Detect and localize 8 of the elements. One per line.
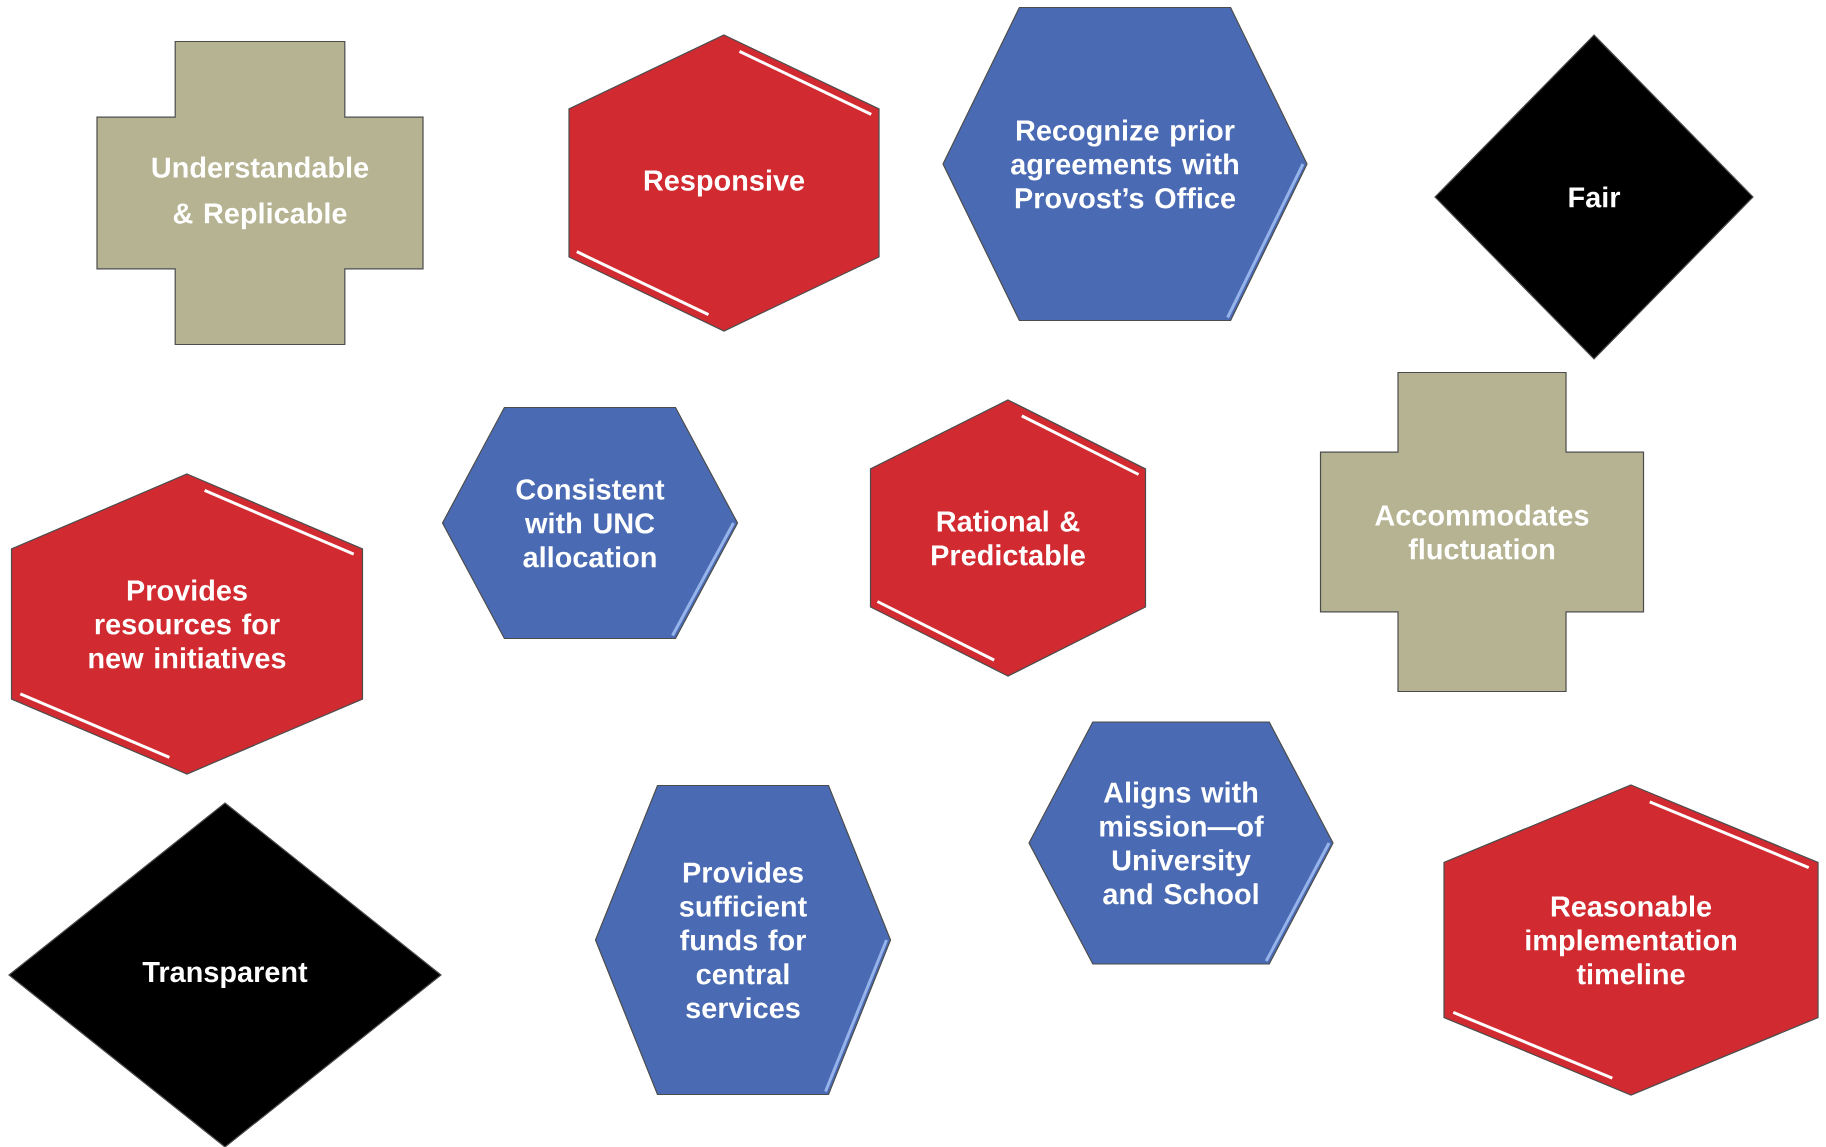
hexagon: Provides resources for new initiatives — [10, 473, 364, 775]
hexagon: Responsive — [568, 34, 880, 332]
hexagon: Rational & Predictable — [869, 399, 1147, 677]
hexagon: Consistent with UNC allocation — [441, 406, 739, 640]
hexagon: Reasonable implementation timeline — [1443, 784, 1819, 1096]
hexagon: Aligns with mission—of University and School — [1028, 721, 1334, 965]
hexagon: Recognize prior agreements with Provost’s Office — [942, 6, 1308, 322]
hexagon: Provides sufficient funds for central services — [594, 784, 892, 1096]
